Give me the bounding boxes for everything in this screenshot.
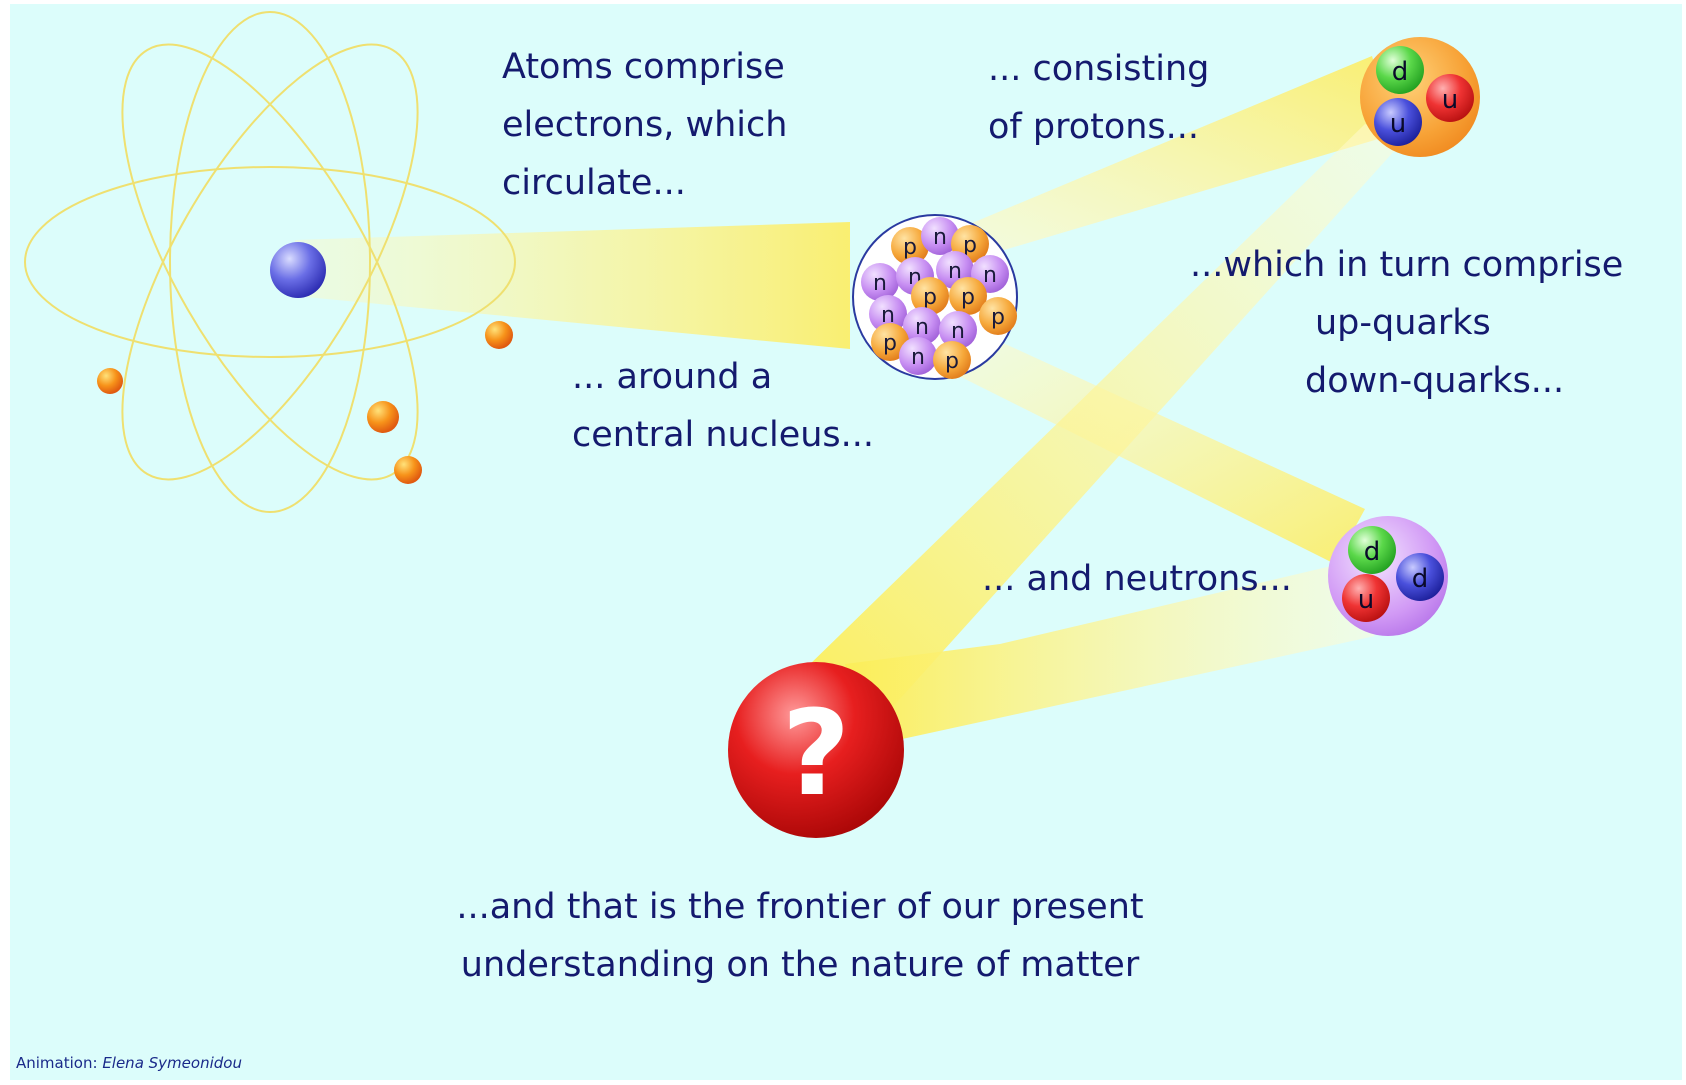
quark-up-label: u (1442, 85, 1458, 115)
nucleon-proton-label: p (991, 305, 1005, 330)
nucleon-proton-label: p (923, 285, 937, 310)
nucleon-proton-label: p (883, 331, 897, 356)
caption-protons: ... consisting of protons... (988, 40, 1209, 156)
caption-line: Atoms comprise (502, 38, 787, 96)
caption-line: understanding on the nature of matter (420, 936, 1180, 994)
quark-down-label: d (1364, 537, 1381, 567)
electron (485, 321, 513, 349)
nucleon-proton-label: p (945, 349, 959, 374)
caption-line: electrons, which (502, 96, 787, 154)
nucleon-neutron-label: n (951, 319, 965, 344)
credit-author: Elena Symeonidou (102, 1054, 242, 1072)
caption-nucleus: ... around a central nucleus... (572, 348, 874, 464)
quark-up-label: u (1390, 109, 1406, 139)
credit-prefix: Animation: (16, 1054, 98, 1072)
nucleon-proton-label: p (961, 285, 975, 310)
electron (367, 401, 399, 433)
question-mark: ? (782, 684, 850, 822)
caption-line: ... and neutrons... (982, 550, 1292, 608)
caption-neutrons: ... and neutrons... (982, 550, 1292, 608)
electron (394, 456, 422, 484)
caption-line: ... consisting (988, 40, 1209, 98)
question-ball: ? (728, 662, 904, 838)
neutron-particle: d d u (1328, 516, 1448, 636)
quark-down-label: d (1392, 57, 1409, 87)
electron (97, 368, 123, 394)
proton-particle: d u u (1360, 37, 1480, 157)
caption-quarks: ...which in turn comprise up-quarks down… (1190, 236, 1623, 410)
animation-credit: Animation: Elena Symeonidou (16, 1054, 242, 1072)
caption-line: of protons... (988, 98, 1209, 156)
caption-line: down-quarks... (1305, 352, 1623, 410)
nucleon-proton-label: p (903, 235, 917, 260)
caption-line: ...and that is the frontier of our prese… (420, 878, 1180, 936)
caption-line: ...which in turn comprise (1190, 236, 1623, 294)
nucleon-neutron-label: n (915, 315, 929, 340)
nucleon-neutron-label: n (933, 225, 947, 250)
caption-line: circulate... (502, 154, 787, 212)
caption-atoms: Atoms comprise electrons, which circulat… (502, 38, 787, 212)
caption-line: up-quarks (1315, 294, 1623, 352)
caption-line: central nucleus... (572, 406, 874, 464)
caption-line: ... around a (572, 348, 874, 406)
quark-up-label: u (1358, 585, 1374, 615)
nucleon-neutron-label: n (983, 263, 997, 288)
nucleon-neutron-label: n (873, 271, 887, 296)
caption-frontier: ...and that is the frontier of our prese… (420, 878, 1180, 994)
nucleon-neutron-label: n (911, 345, 925, 370)
atom-core (270, 242, 326, 298)
electrons (97, 321, 513, 484)
beam-atom-to-nucleus (295, 222, 850, 349)
quark-down-label: d (1412, 564, 1429, 594)
